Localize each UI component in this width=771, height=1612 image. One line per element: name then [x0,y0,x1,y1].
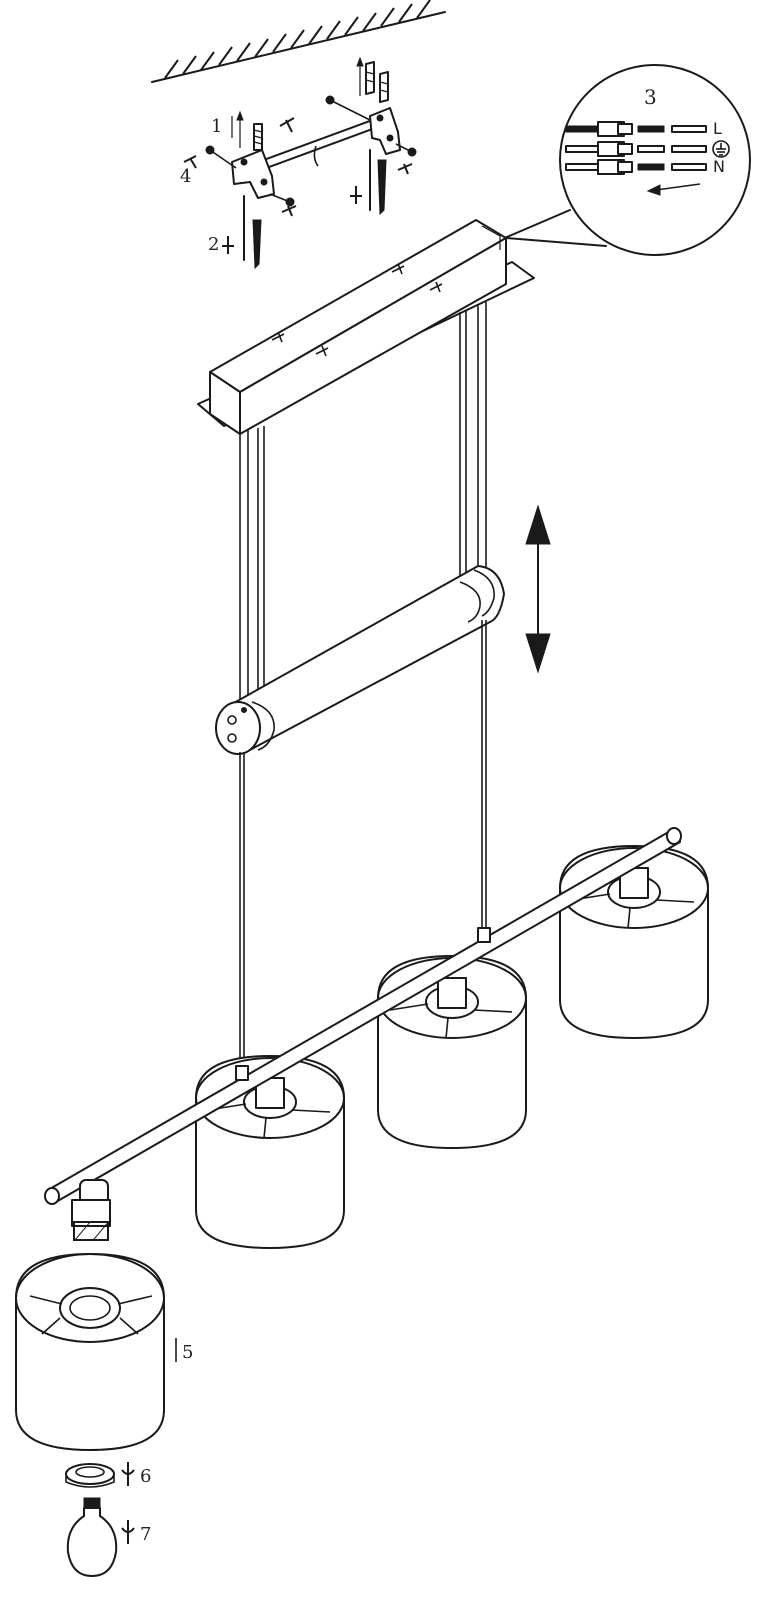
shade-ring [65,1463,115,1488]
step-label-5: 5 [182,1342,193,1363]
wiring-detail-circle [559,64,751,256]
light-bulb-icon [66,1497,118,1577]
light-bar-rod [44,827,682,1205]
suspension-cables-lower [239,620,487,1068]
anchor-left-bottom [243,195,262,270]
ceiling-canopy [197,219,535,435]
height-adjuster-cylinder [215,565,505,755]
wiring-detail: 3 L [485,64,751,256]
suspension-cables-upper [239,302,487,708]
height-adjust-arrow-icon [525,504,551,674]
tool-symbols [183,117,413,254]
step-label-3: 3 [644,85,657,109]
lamp-socket [71,1179,111,1241]
wire-row-live: L [565,119,722,138]
lamp-shade-detached [15,1253,165,1451]
wire-row-neutral: N [565,157,725,176]
screw-left-top [236,110,263,151]
step-label-1: 1 [211,116,222,137]
wire-row-earth [565,140,730,158]
step-label-4: 4 [180,166,191,187]
callout-line-bottom [505,237,607,247]
step-label-7: 7 [140,1524,151,1545]
screw-in-icon [121,1520,135,1544]
step-label-6: 6 [140,1466,151,1487]
bracket-pins [205,95,417,207]
ceiling-hatching [164,0,431,79]
wire-label-live: L [713,119,722,138]
rotate-icon [121,1462,135,1486]
cable-clamp-right [477,927,491,943]
ceiling [151,0,446,83]
earth-icon [712,140,730,158]
cable-clamp-left [235,1065,249,1081]
step-label-2: 2 [208,234,219,255]
wire-label-neutral: N [713,157,725,176]
lamp-shade-3 [559,845,709,1039]
insert-direction-arrow-icon [646,183,701,196]
lamp-shade-2 [377,955,527,1149]
lamp-shade-1 [195,1055,345,1249]
anchor-right-bottom [369,149,387,216]
screw-right-top [356,56,389,103]
screw-anchors [183,56,417,270]
mounting-bracket [231,107,401,199]
